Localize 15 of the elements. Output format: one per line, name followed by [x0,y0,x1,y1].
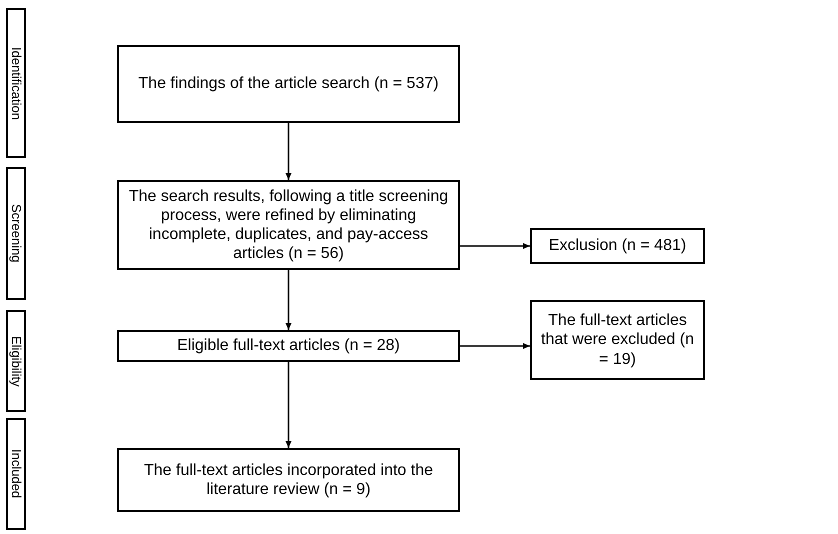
arrow [286,123,292,180]
arrow [460,243,530,249]
process-box: The findings of the article search (n = 537) [117,45,460,123]
stage-label: Included [6,418,26,530]
stage-label: Identification [6,8,26,158]
process-box: Exclusion (n = 481) [530,228,705,264]
process-box: The full-text articles that were excluded (n = 19) [530,300,705,380]
stage-label: Screening [6,167,26,300]
arrow [286,270,292,330]
process-box: The full-text articles incorporated into the literature review (n = 9) [117,448,460,512]
process-box: Eligible full-text articles (n = 28) [117,330,460,362]
arrow [286,362,292,448]
arrow [460,343,530,349]
process-box: The search results, following a title screening process, were refined by eliminating incomplete, duplicates, and pay-access articles (n = 56) [117,180,460,270]
stage-label: Eligibility [6,310,26,412]
